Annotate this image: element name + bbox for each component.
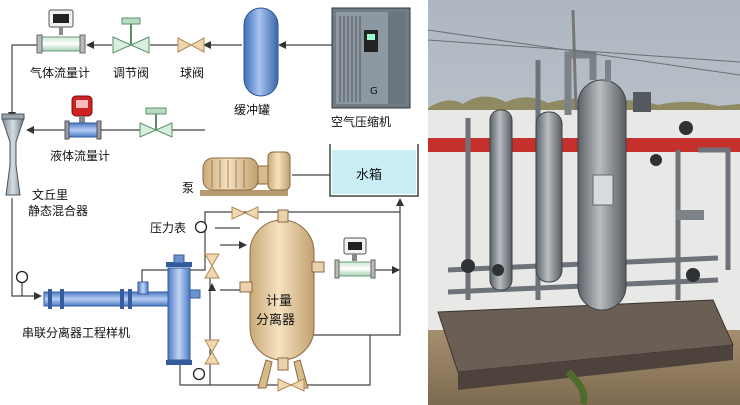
pressure-gauge-bottom-icon	[192, 367, 206, 381]
pressure-gauge-label: 压力表	[150, 221, 186, 235]
air-compressor-label: 空气压缩机	[331, 114, 391, 129]
water-tank-icon	[329, 144, 419, 197]
pressure-gauge-top-icon	[194, 220, 208, 234]
ball-valve-label: 球阀	[180, 66, 204, 80]
separator-label-line2: 分离器	[256, 312, 295, 328]
liquid-valve-icon	[139, 107, 173, 138]
liquid-flowmeter-icon	[64, 95, 102, 140]
metering-separator-icon	[239, 209, 325, 389]
vertical-valve-upper-icon	[204, 253, 220, 279]
pump-icon	[200, 151, 291, 196]
buffer-tank-label: 缓冲罐	[234, 102, 270, 117]
process-flow-diagram: 气体流量计 调节阀 球阀 缓冲罐 G 空气压缩机 文丘里 静态混合	[1, 7, 419, 392]
separator-flowmeter-icon	[334, 237, 376, 279]
venturi-static-mixer-icon	[1, 113, 25, 196]
return-valve-bottom-icon	[277, 378, 305, 392]
separator-label-line1: 计量	[266, 294, 292, 309]
vertical-valve-lower-icon	[204, 339, 220, 365]
return-valve-top-icon	[231, 206, 259, 220]
venturi-label-line2: 静态混合器	[28, 203, 88, 218]
water-tank-label: 水箱	[356, 167, 382, 183]
series-separator-prototype-icon	[43, 254, 201, 365]
ball-valve-icon	[177, 37, 205, 53]
gas-flowmeter-icon	[36, 9, 86, 54]
air-compressor-icon: G	[331, 7, 411, 109]
pump-label: 泵	[182, 181, 194, 195]
gas-flowmeter-label: 气体流量计	[30, 65, 90, 80]
pressure-gauge-left-icon	[15, 270, 29, 296]
venturi-label-line1: 文丘里	[32, 187, 68, 202]
buffer-tank-icon	[243, 7, 279, 97]
series-separator-label: 串联分离器工程样机	[22, 325, 130, 340]
svg-text:G: G	[370, 86, 378, 97]
regulating-valve-label: 调节阀	[113, 66, 149, 80]
separator-equipment-photo	[428, 0, 740, 405]
regulating-valve-icon	[112, 17, 150, 54]
liquid-flowmeter-label: 液体流量计	[50, 148, 110, 163]
